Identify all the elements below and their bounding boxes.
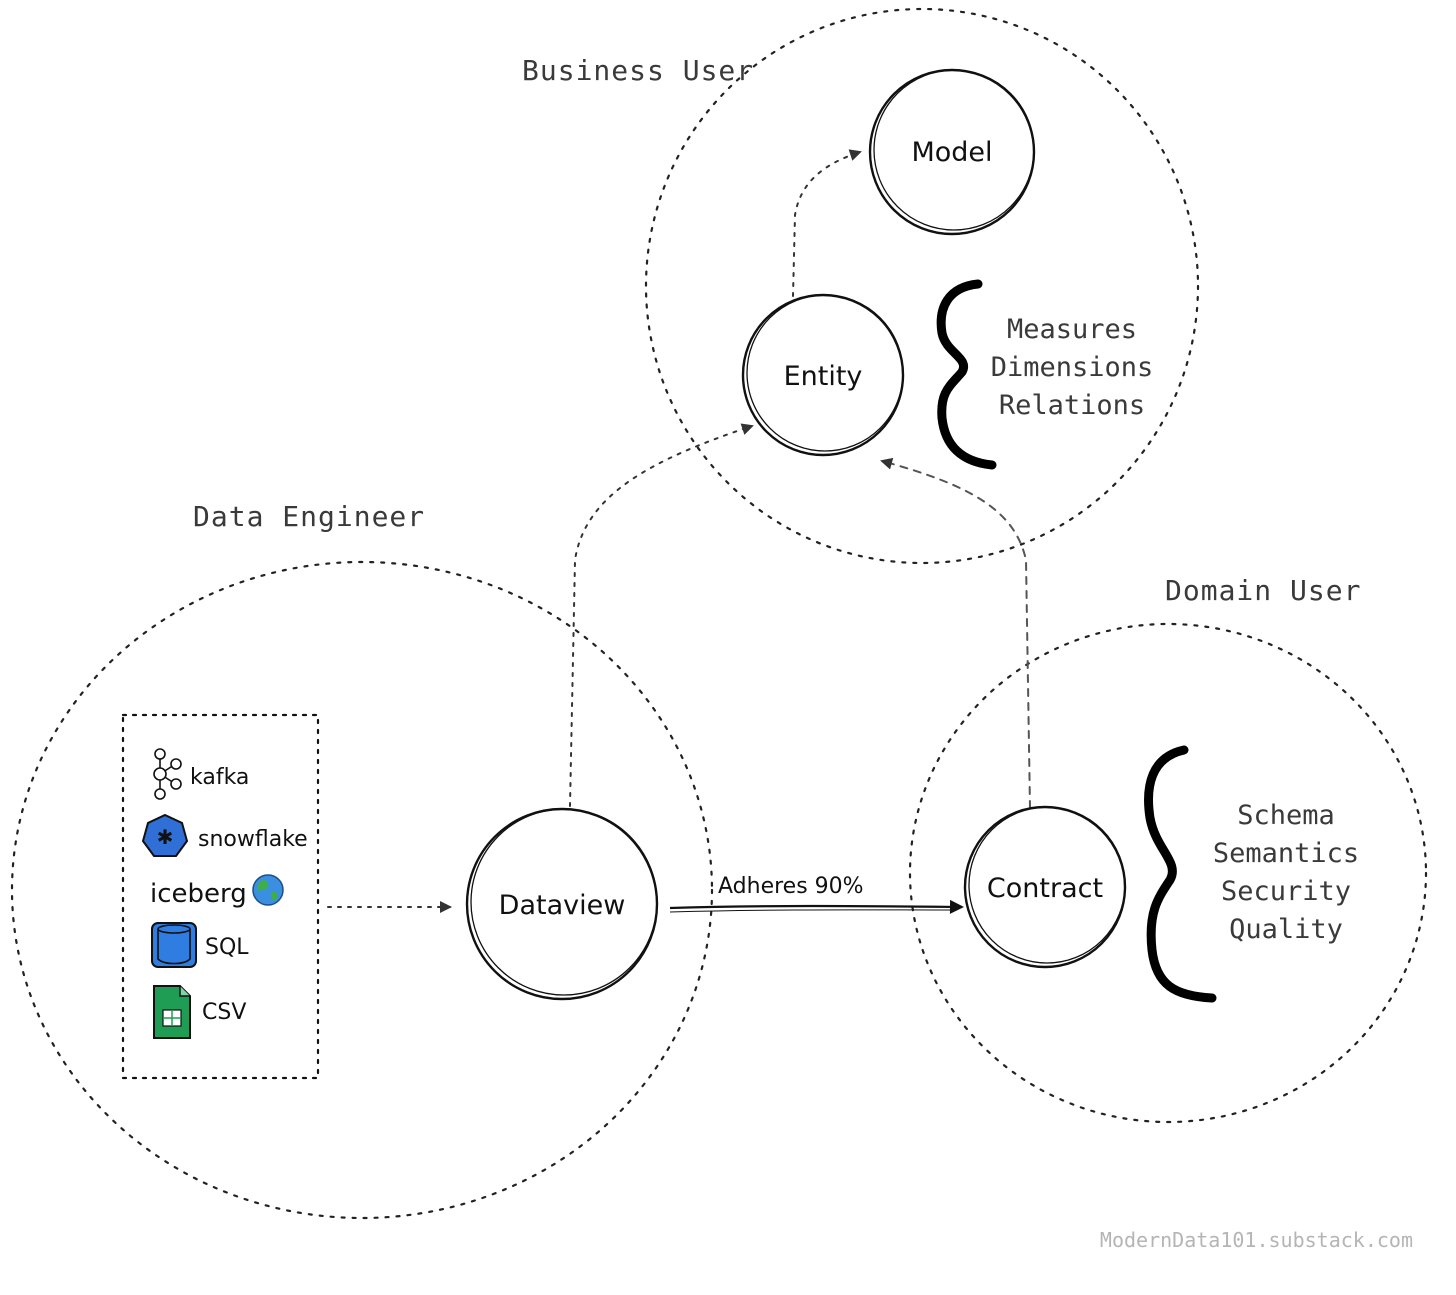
entity-label: Entity [784, 361, 863, 392]
model-label: Model [911, 137, 992, 168]
contract-attribute: Security [1221, 876, 1351, 907]
contract-attribute: Semantics [1213, 838, 1359, 869]
data-engineer-label: Data Engineer [193, 500, 425, 533]
dataview-to-contract-edge-sketch [669, 909, 951, 913]
snowflake-label: snowflake [198, 827, 308, 852]
kafka-icon [153, 748, 182, 800]
kafka-label: kafka [190, 765, 249, 790]
contract-attribute: Schema [1237, 800, 1335, 831]
entity-brace [936, 279, 997, 470]
spreadsheet-icon [153, 985, 191, 1039]
contract-attribute: Quality [1229, 914, 1343, 945]
business-user-zone [644, 7, 1200, 565]
sql-label: SQL [205, 935, 249, 960]
entity-attribute: Measures [1007, 314, 1137, 345]
watermark: ModernData101.substack.com [1100, 1228, 1413, 1252]
contract-attributes: Schema Semantics Security Quality [1213, 800, 1359, 945]
domain-user-label: Domain User [1165, 574, 1361, 607]
business-user-label: Business User [522, 54, 754, 87]
dataview-label: Dataview [499, 890, 626, 921]
model-node[interactable]: Model [868, 68, 1036, 236]
entity-node[interactable]: Entity [741, 293, 905, 457]
globe-icon [252, 874, 284, 906]
adheres-label: Adheres 90% [718, 874, 864, 899]
contract-brace [1144, 745, 1217, 1003]
csv-label: CSV [202, 1000, 246, 1025]
entity-attribute: Relations [999, 390, 1145, 421]
entity-attributes: Measures Dimensions Relations [991, 314, 1154, 421]
snowflake-icon: ✱ [141, 813, 189, 857]
domain-user-zone [908, 622, 1428, 1124]
entity-attribute: Dimensions [991, 352, 1154, 383]
contract-label: Contract [987, 873, 1103, 904]
contract-node[interactable]: Contract [963, 805, 1127, 969]
dataview-to-entity-edge [569, 423, 754, 807]
iceberg-label: iceberg [150, 879, 247, 909]
dataview-node[interactable]: Dataview [465, 807, 659, 1001]
data-engineer-zone [10, 560, 714, 1220]
dataview-to-contract-edge [669, 899, 964, 914]
entity-to-model-edge [792, 149, 862, 297]
svg-text:✱: ✱ [157, 825, 174, 849]
contract-to-entity-edge [880, 457, 1031, 809]
database-icon [151, 922, 197, 968]
